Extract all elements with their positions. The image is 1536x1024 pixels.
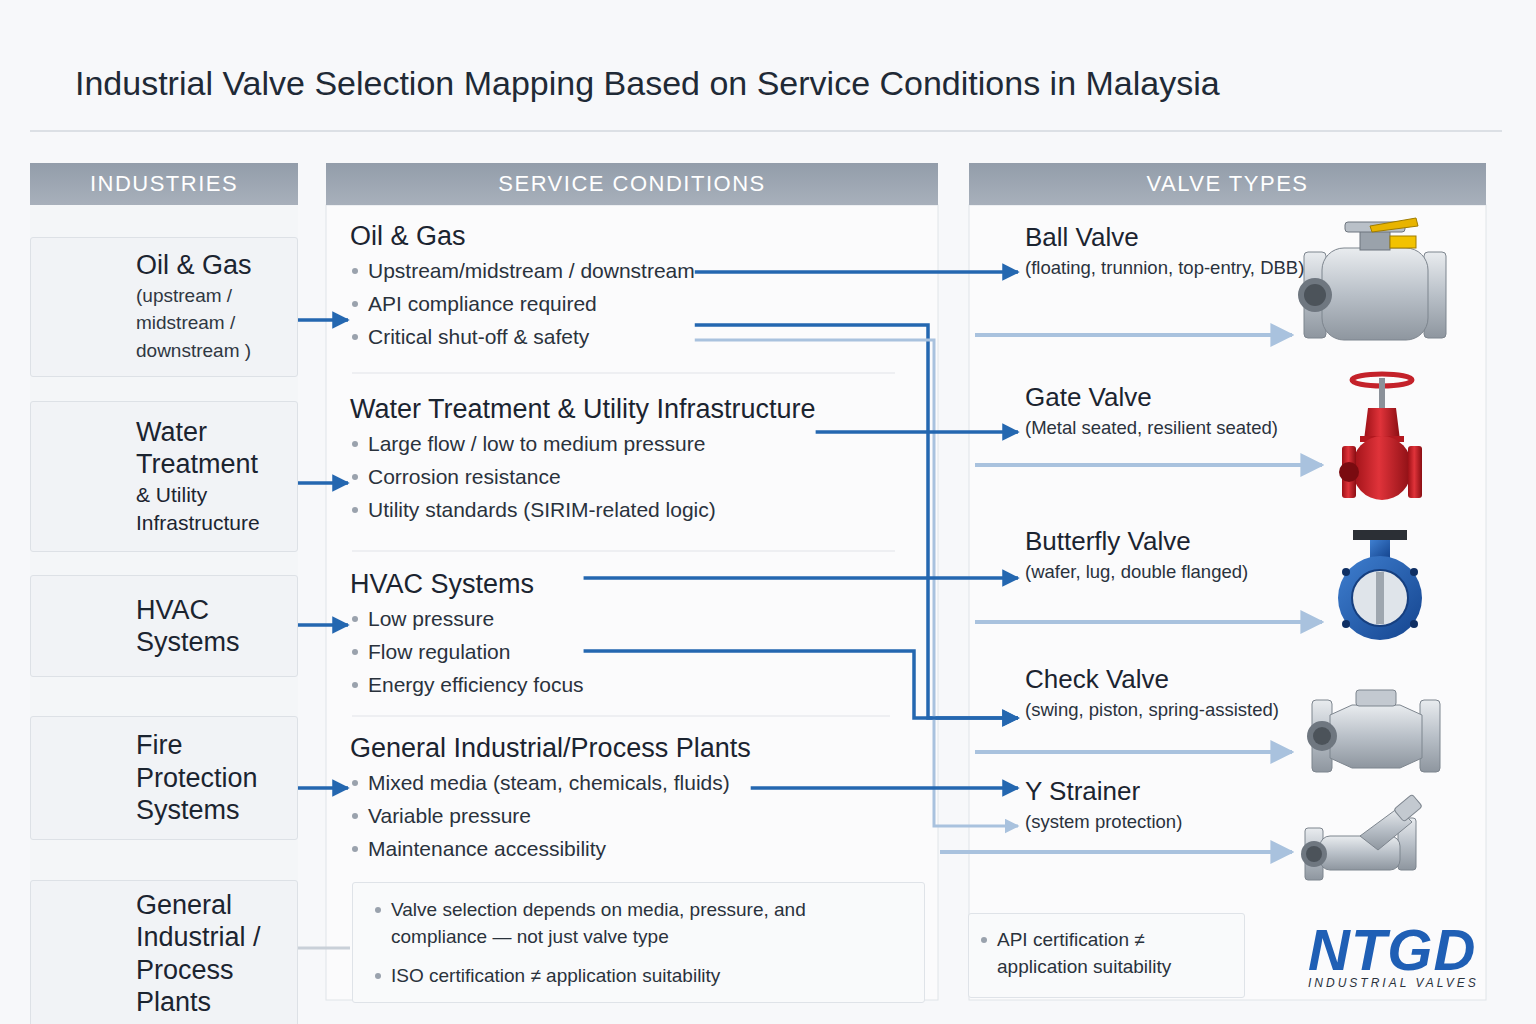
service-section: Water Treatment & Utility Infrastructure…	[350, 391, 816, 526]
node-heading: Water Treatment	[136, 416, 291, 481]
node-text: (Metal seated, resilient seated)	[1025, 414, 1310, 441]
industry-box: General Industrial / Process Plants	[30, 880, 298, 1024]
industry-box: Water Treatment& Utility Infrastructure	[30, 401, 298, 552]
node-text: (floating, trunnion, top-entry, DBB)	[1025, 254, 1310, 281]
service-section: Oil & GasUpstream/midstream / downstream…	[350, 218, 695, 353]
node-text: Upstream/midstream / downstream	[350, 254, 695, 287]
industry-box: HVAC Systems	[30, 575, 298, 677]
node-heading: Fire Protection Systems	[136, 729, 291, 826]
flow-arrow	[298, 318, 348, 322]
flow-arrow	[298, 786, 348, 790]
node-text: & Utility Infrastructure	[136, 481, 291, 538]
node-text: Flow regulation	[350, 635, 584, 668]
node-heading: Oil & Gas	[350, 218, 695, 254]
node-heading: VALVE TYPES	[1146, 171, 1308, 197]
flow-arrow	[584, 651, 1018, 718]
valve-item: Gate Valve(Metal seated, resilient seate…	[1020, 380, 1310, 441]
node-text: ISO certification ≠ application suitabil…	[373, 962, 821, 989]
valve-item: Ball Valve(floating, trunnion, top-entry…	[1020, 220, 1310, 281]
node-heading: API certification ≠ application suitabil…	[979, 926, 1222, 980]
title-rule	[30, 130, 1502, 132]
flow-arrow	[298, 623, 348, 627]
node-heading: General Industrial/Process Plants	[350, 730, 751, 766]
service-section: HVAC SystemsLow pressureFlow regulationE…	[350, 566, 584, 701]
node-text: Utility standards (SIRIM-related logic)	[350, 493, 816, 526]
flow-arrow	[695, 325, 1018, 718]
valve-item: Check Valve(swing, piston, spring-assist…	[1020, 662, 1310, 723]
faint-arrows	[940, 335, 1322, 852]
node-text: Maintenance accessibility	[350, 832, 751, 865]
gate-valve-illustration	[1339, 374, 1422, 500]
flow-arrow	[298, 947, 350, 950]
node-heading: Y Strainer	[1025, 774, 1310, 808]
diagram-title: Industrial Valve Selection Mapping Based…	[75, 64, 1220, 103]
logo-tagline: INDUSTRIAL VALVES	[1308, 976, 1479, 990]
node-text: API compliance required	[350, 287, 695, 320]
ball-valve-illustration	[1298, 218, 1446, 340]
node-text: (upstream / midstream / downstream )	[136, 282, 271, 365]
node-text: (swing, piston, spring-assisted)	[1025, 696, 1310, 723]
node-heading: Check Valve	[1025, 662, 1310, 696]
service-section: General Industrial/Process PlantsMixed m…	[350, 730, 751, 865]
node-heading: INDUSTRIES	[90, 171, 238, 197]
column-header: SERVICE CONDITIONS	[326, 163, 938, 205]
node-text: Low pressure	[350, 602, 584, 635]
flow-arrow	[584, 576, 1018, 580]
node-heading: Ball Valve	[1025, 220, 1310, 254]
node-heading: Gate Valve	[1025, 380, 1310, 414]
node-text: Large flow / low to medium pressure	[350, 427, 816, 460]
butterfly-valve-illustration	[1338, 530, 1422, 640]
node-heading: HVAC Systems	[136, 594, 291, 659]
node-heading: Water Treatment & Utility Infrastructure	[350, 391, 816, 427]
check-valve-illustration	[1307, 690, 1440, 772]
node-heading: General Industrial / Process Plants	[136, 889, 291, 1019]
industry-box: Fire Protection Systems	[30, 716, 298, 840]
node-text: Mixed media (steam, chemicals, fluids)	[350, 766, 751, 799]
node-heading: Valve selection depends on media, pressu…	[373, 896, 821, 950]
flow-arrow	[298, 481, 348, 485]
valve-item: Butterfly Valve(wafer, lug, double flang…	[1020, 524, 1310, 585]
column-header: INDUSTRIES	[30, 163, 298, 205]
industry-box: Oil & Gas(upstream / midstream / downstr…	[30, 237, 298, 377]
flow-arrow	[816, 430, 1018, 434]
node-text: Energy efficiency focus	[350, 668, 584, 701]
logo-wordmark: NTGD	[1308, 918, 1476, 982]
note-box: API certification ≠ application suitabil…	[968, 913, 1245, 998]
column-panel	[969, 205, 1486, 1000]
node-heading: Oil & Gas	[136, 249, 291, 281]
node-heading: SERVICE CONDITIONS	[498, 171, 765, 197]
node-text: (wafer, lug, double flanged)	[1025, 558, 1310, 585]
note-box: Valve selection depends on media, pressu…	[352, 882, 925, 1003]
column-header: VALVE TYPES	[969, 163, 1486, 205]
node-heading: HVAC Systems	[350, 566, 584, 602]
node-text: Corrosion resistance	[350, 460, 816, 493]
flow-arrow	[695, 270, 1018, 274]
node-text: Critical shut-off & safety	[350, 320, 695, 353]
flow-arrow	[751, 786, 1018, 790]
valve-item: Y Strainer(system protection)	[1020, 774, 1310, 835]
node-text: (system protection)	[1025, 808, 1310, 835]
node-heading: Butterfly Valve	[1025, 524, 1310, 558]
node-text: Variable pressure	[350, 799, 751, 832]
y-strainer-illustration	[1301, 794, 1422, 880]
